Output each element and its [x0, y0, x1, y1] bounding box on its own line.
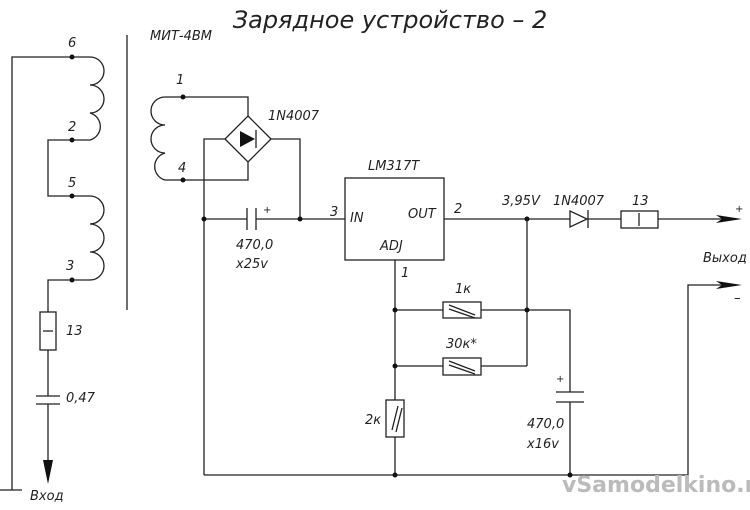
regulator-name: LM317T: [368, 159, 420, 174]
resistor-30k: 30к*: [442, 337, 482, 376]
output-minus-arrow-icon: [716, 281, 742, 289]
secondary-winding: 1 4: [150, 73, 249, 183]
watermark: vSamodelkino.ru: [562, 473, 750, 498]
output-capacitor: + 470,0 x16v: [526, 374, 584, 452]
title: Зарядное устройство – 2: [233, 6, 548, 34]
input-cap-label: 0,47: [66, 391, 96, 406]
pin-in: 3: [330, 205, 338, 220]
r2-label: 30к*: [446, 337, 477, 352]
pin-4: 4: [178, 161, 186, 176]
pin-6: 6: [68, 36, 76, 51]
r1-label: 1к: [455, 282, 471, 297]
output-lamp: 13: [620, 194, 659, 229]
output-diode: 1N4007: [553, 194, 605, 229]
cap-in-polarity: +: [263, 205, 271, 216]
pin-1: 1: [176, 73, 184, 88]
cap-out-value: 470,0: [527, 417, 564, 432]
lamp-out-label: 13: [632, 194, 649, 209]
cap-out-polarity: +: [556, 374, 564, 385]
r3-label: 2к: [365, 413, 381, 428]
output-voltage: 3,95V: [502, 194, 541, 209]
input-label: Вход: [30, 489, 64, 504]
input-filter-cap: + 470,0 x25v: [201, 205, 345, 272]
diode-out-label: 1N4007: [553, 194, 605, 209]
resistor-1k: 1к: [442, 282, 482, 319]
diode-bridge: 1N4007: [203, 109, 320, 475]
regulator: LM317T IN OUT ADJ 3 2 1: [330, 159, 462, 281]
transformer-name: МИТ-4ВМ: [150, 29, 212, 44]
cap-in-voltage: x25v: [235, 257, 268, 272]
output-label: Выход: [703, 251, 747, 266]
input-capacitor: 0,47: [36, 350, 96, 484]
input-lamp: 13: [39, 311, 83, 351]
pin-out: 2: [454, 202, 462, 217]
pin-2: 2: [68, 120, 76, 135]
output-plus: +: [735, 204, 743, 215]
input-arrow-icon: [43, 460, 53, 484]
output-plus-arrow-icon: [716, 215, 742, 223]
regulator-out: OUT: [408, 207, 437, 222]
cap-in-value: 470,0: [236, 238, 273, 253]
regulator-adj: ADJ: [379, 239, 403, 254]
pin-5: 5: [68, 176, 76, 191]
resistor-2k: 2к: [365, 399, 405, 438]
pin-3: 3: [66, 259, 74, 274]
regulator-in: IN: [350, 211, 364, 226]
pin-adj: 1: [401, 266, 409, 281]
input-lamp-label: 13: [66, 324, 83, 339]
bridge-label: 1N4007: [268, 109, 320, 124]
cap-out-voltage: x16v: [526, 437, 559, 452]
output-minus: –: [734, 291, 741, 306]
primary-winding: 6 2 5 3: [11, 36, 105, 490]
